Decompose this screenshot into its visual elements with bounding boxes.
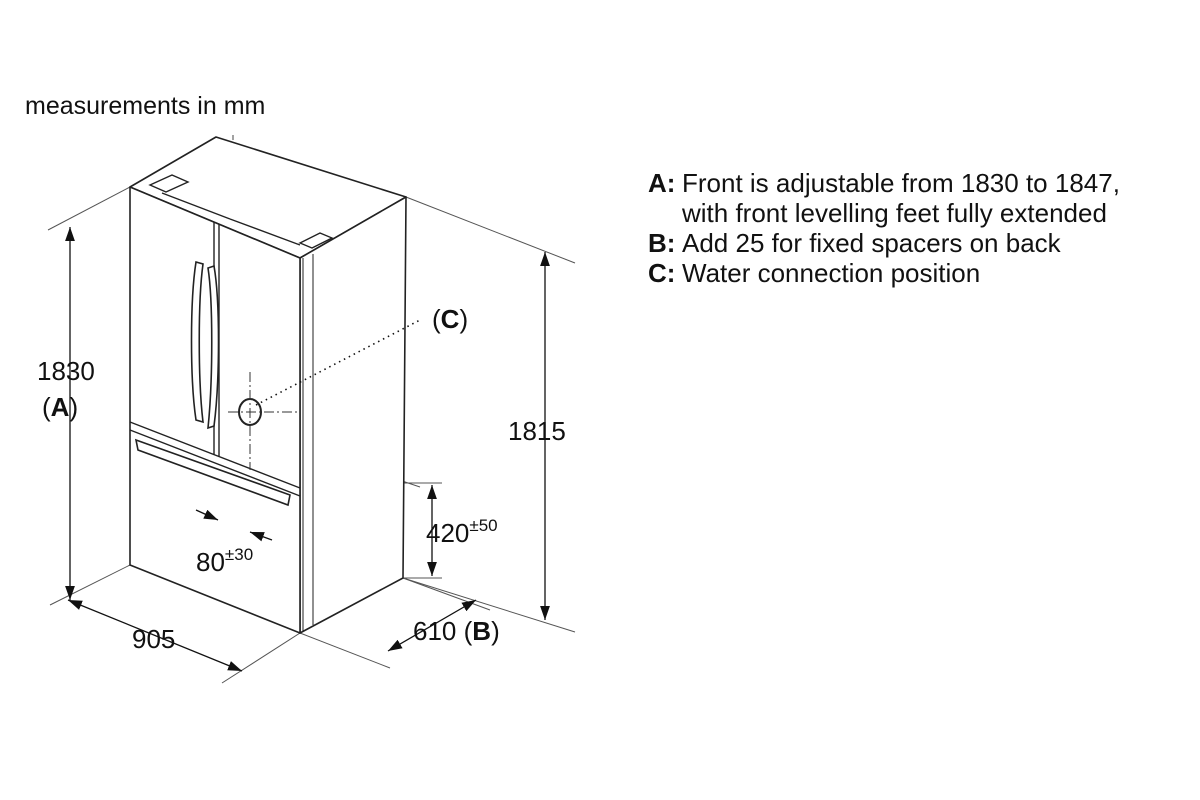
water-height-value: 420 — [426, 518, 469, 548]
height-rear-label: 1815 — [508, 416, 566, 446]
height-front-label: 1830 — [37, 356, 95, 386]
fridge-side — [299, 196, 407, 634]
water-height-tolerance: ±50 — [469, 516, 497, 535]
dimension-labels: 1830 (A) 1815 905 610 (B) 420±50 80±30 (… — [37, 304, 566, 654]
legend-key: A: — [648, 168, 676, 198]
door-handles — [134, 260, 291, 507]
water-offset-left-arrow — [195, 509, 219, 521]
fridge-body — [129, 136, 407, 634]
top-spacers — [148, 174, 334, 249]
right-door-handle — [207, 264, 220, 430]
water-offset-right-arrow — [249, 531, 273, 542]
water-connection-label: (C) — [432, 304, 468, 334]
legend-text: Add 25 for fixed spacers on back — [682, 228, 1061, 258]
legend-text: Front is adjustable from 1830 to 1847, — [682, 168, 1120, 198]
drawer-handle — [134, 438, 291, 507]
water-offset-value: 80 — [196, 547, 225, 577]
depth-dimension — [387, 599, 477, 652]
depth-value: 610 — [413, 616, 456, 646]
water-offset-tolerance: ±30 — [225, 545, 253, 564]
legend-item-a: A:Front is adjustable from 1830 to 1847, — [648, 168, 1120, 198]
legend-text: Water connection position — [682, 258, 981, 288]
legend: A:Front is adjustable from 1830 to 1847,… — [648, 168, 1120, 288]
ref-letter: A — [51, 392, 70, 422]
ref-letter: C — [441, 304, 460, 334]
left-door-handle — [190, 260, 204, 424]
measurements-caption: measurements in mm — [25, 92, 266, 120]
dimension-lines — [65, 227, 550, 672]
legend-key: B: — [648, 228, 676, 258]
width-dimension — [67, 599, 243, 672]
water-offset-label: 80±30 — [196, 545, 253, 577]
height-front-ref: (A) — [42, 392, 78, 422]
water-height-label: 420±50 — [426, 516, 498, 548]
depth-label: 610 (B) — [413, 616, 500, 646]
width-label: 905 — [132, 624, 175, 654]
legend-item-c: C:Water connection position — [648, 258, 1120, 288]
legend-text-continued: with front levelling feet fully extended — [682, 198, 1107, 228]
water-connection — [228, 319, 421, 470]
ref-letter: B — [472, 616, 491, 646]
legend-key: C: — [648, 258, 676, 288]
legend-item-b: B:Add 25 for fixed spacers on back — [648, 228, 1120, 258]
